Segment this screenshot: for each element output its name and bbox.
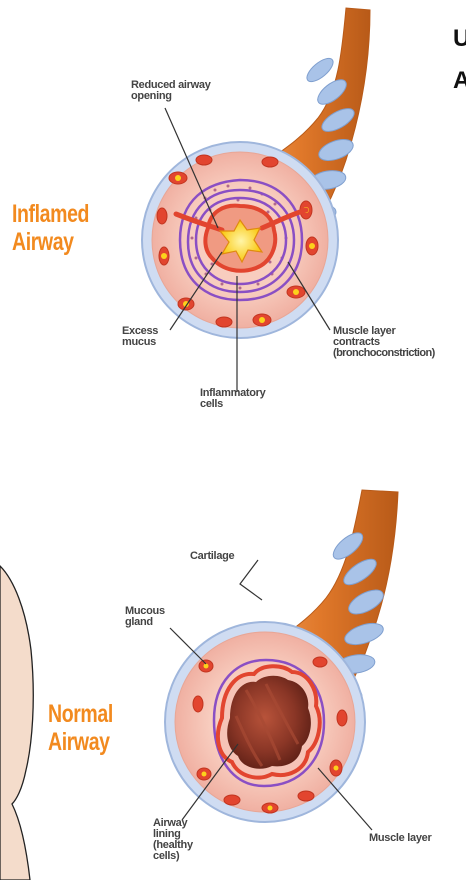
normal-heading-line-1: Normal	[48, 700, 113, 728]
person-silhouette	[0, 566, 33, 880]
label-line: cells	[200, 399, 265, 410]
label-cartilage: Cartilage	[190, 551, 234, 562]
title-line-2: A	[453, 60, 466, 102]
label-inflammatory-cells: Inflammatory cells	[200, 388, 265, 410]
label-line: Muscle layer	[369, 833, 431, 844]
inflamed-airway-cross-section	[142, 142, 338, 338]
title-line-1: U	[453, 18, 466, 60]
inflamed-heading-line-2: Airway	[12, 228, 89, 256]
label-line: mucus	[122, 337, 158, 348]
normal-heading-line-2: Airway	[48, 728, 113, 756]
inflamed-heading-line-1: Inflamed	[12, 200, 89, 228]
label-line: opening	[131, 91, 211, 102]
normal-airway-cross-section	[165, 622, 365, 822]
label-reduced-airway-opening: Reduced airway opening	[131, 80, 211, 102]
label-muscle-layer: Muscle layer	[369, 833, 431, 844]
normal-airway-heading: Normal Airway	[48, 700, 113, 756]
label-excess-mucus: Excess mucus	[122, 326, 158, 348]
label-line: gland	[125, 617, 165, 628]
page-title-fragment: U A	[453, 18, 466, 102]
inflamed-airway-heading: Inflamed Airway	[12, 200, 89, 256]
label-mucous-gland: Mucous gland	[125, 606, 165, 628]
label-line: (bronchoconstriction)	[333, 348, 435, 359]
label-airway-lining: Airway lining (healthy cells)	[153, 818, 193, 862]
label-muscle-layer-contracts: Muscle layer contracts (bronchoconstrict…	[333, 326, 435, 359]
label-line: Cartilage	[190, 551, 234, 562]
label-line: cells)	[153, 851, 193, 862]
